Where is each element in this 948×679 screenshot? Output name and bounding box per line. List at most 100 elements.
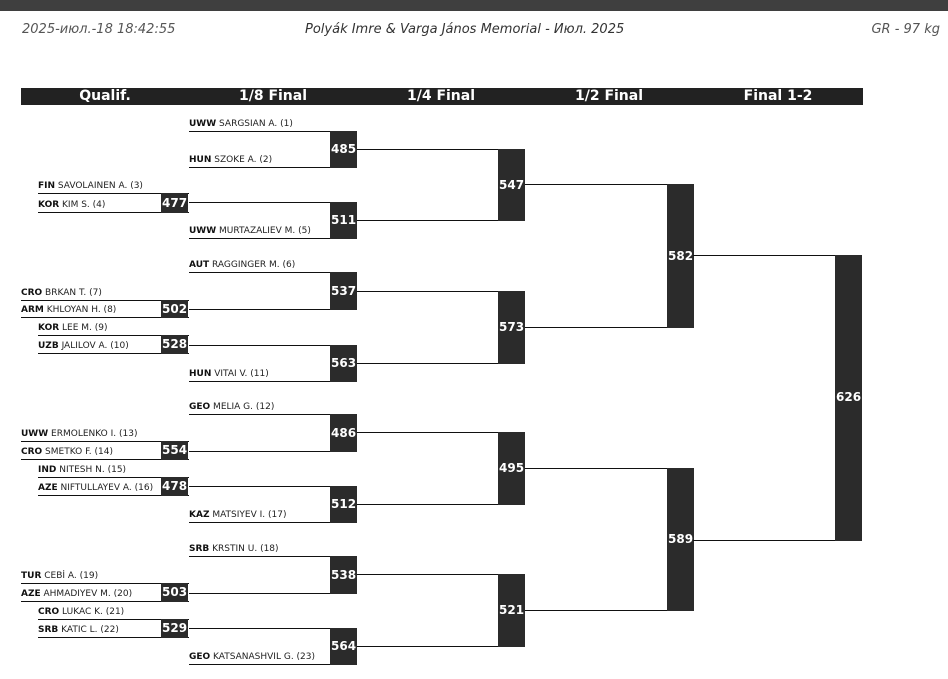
bout-box[interactable] [498, 291, 525, 364]
qualification-line [38, 212, 189, 213]
athlete-entry: GEO MELIA G. (12) [189, 402, 274, 413]
eighth-final-line [189, 167, 357, 168]
country-code: KOR [38, 323, 60, 333]
qualification-line [21, 459, 189, 460]
timestamp: 2025-июл.-18 18:42:55 [22, 22, 176, 37]
athlete-entry: TUR CEBİ A. (19) [21, 571, 98, 582]
bout-box[interactable] [498, 432, 525, 505]
bout-number: 547 [499, 177, 525, 192]
bout-box[interactable] [330, 486, 357, 523]
bout-box[interactable] [161, 477, 188, 496]
bout-box[interactable] [330, 131, 357, 168]
athlete-entry: CRO LUKAC K. (21) [38, 607, 124, 618]
athlete-entry: UWW ERMOLENKO I. (13) [21, 429, 137, 440]
country-code: HUN [189, 155, 212, 165]
final-line [693, 540, 862, 541]
bout-box[interactable] [330, 556, 357, 594]
athlete-entry: SRB KRSTIN U. (18) [189, 544, 279, 555]
column-header-bar [21, 88, 863, 105]
quarter-final-line [357, 504, 525, 505]
quarter-final-line [357, 220, 525, 221]
eighth-final-line [189, 272, 357, 273]
bout-number: 478 [162, 479, 188, 493]
qualification-line [38, 353, 189, 354]
country-code: CRO [38, 607, 60, 617]
country-code: SRB [38, 625, 59, 635]
column-header-quarter-final: 1/4 Final [406, 88, 476, 104]
bout-box[interactable] [330, 202, 357, 239]
athlete-name: KATIC L. (22) [58, 625, 119, 635]
bout-number: 529 [162, 621, 188, 635]
bout-box[interactable] [161, 583, 188, 602]
athlete-name: BRKAN T. (7) [42, 288, 102, 298]
qualification-line [21, 300, 189, 301]
country-code: AZE [21, 589, 41, 599]
country-code: GEO [189, 402, 211, 412]
column-header-eighth-final: 1/8 Final [238, 88, 308, 104]
bout-box[interactable] [330, 345, 357, 382]
page-title: Polyák Imre & Varga János Memorial - Июл… [305, 22, 625, 37]
athlete-name: RAGGINGER M. (6) [209, 260, 296, 270]
bout-number: 502 [162, 301, 188, 316]
bout-box[interactable] [330, 272, 357, 310]
athlete-entry: UWW SARGSIAN A. (1) [189, 119, 293, 130]
qualification-line [38, 619, 189, 620]
semi-final-line [525, 184, 693, 185]
bout-number: 495 [499, 461, 525, 475]
quarter-final-line [357, 574, 525, 575]
column-header-semi-final: 1/2 Final [574, 88, 644, 104]
bout-box[interactable] [161, 335, 188, 354]
bout-number: 573 [499, 320, 525, 334]
top-bar [0, 0, 948, 11]
athlete-entry: IND NITESH N. (15) [38, 465, 126, 476]
bout-box[interactable] [667, 468, 694, 611]
bout-number: 477 [162, 195, 188, 210]
eighth-final-line [189, 556, 357, 557]
column-header-final: Final 1-2 [743, 88, 813, 104]
qualification-line [38, 477, 189, 478]
eighth-final-line [189, 309, 357, 310]
eighth-final-line [189, 202, 357, 203]
bout-number: 564 [331, 639, 357, 653]
bout-number: 503 [162, 585, 188, 599]
qualification-line [21, 601, 189, 602]
athlete-entry: UWW MURTAZALIEV M. (5) [189, 226, 311, 237]
bout-box[interactable] [835, 255, 862, 541]
qualification-line [21, 441, 189, 442]
athlete-name: NITESH N. (15) [56, 465, 127, 475]
athlete-name: SMETKO F. (14) [42, 447, 113, 457]
athlete-name: ERMOLENKO I. (13) [48, 429, 138, 439]
athlete-entry: KOR KIM S. (4) [38, 200, 105, 211]
weight-category: GR - 97 kg [871, 22, 940, 37]
bout-number: 589 [668, 532, 694, 546]
bout-box[interactable] [330, 414, 357, 452]
country-code: UWW [189, 119, 217, 129]
athlete-entry: ARM KHLOYAN H. (8) [21, 305, 116, 316]
semi-final-line [525, 327, 693, 328]
country-code: GEO [189, 652, 211, 662]
quarter-final-line [357, 291, 525, 292]
eighth-final-line [189, 414, 357, 415]
bout-box[interactable] [498, 149, 525, 221]
quarter-final-line [357, 432, 525, 433]
bout-box[interactable] [667, 184, 694, 328]
athlete-entry: AUT RAGGINGER M. (6) [189, 260, 295, 271]
semi-final-line [525, 610, 693, 611]
bout-box[interactable] [330, 628, 357, 665]
bout-box[interactable] [161, 619, 188, 638]
athlete-entry: AZE AHMADIYEV M. (20) [21, 589, 132, 600]
semi-final-line [525, 468, 693, 469]
qualification-line [38, 193, 189, 194]
athlete-name: SZOKE A. (2) [211, 155, 273, 165]
qualification-line [21, 317, 189, 318]
bout-number: 485 [331, 142, 357, 156]
country-code: SRB [189, 544, 210, 554]
bout-box[interactable] [498, 574, 525, 647]
bout-box[interactable] [161, 193, 188, 213]
quarter-final-line [357, 363, 525, 364]
bout-box[interactable] [161, 441, 188, 460]
eighth-final-line [189, 593, 357, 594]
bout-box[interactable] [161, 300, 188, 318]
athlete-entry: AZE NIFTULLAYEV A. (16) [38, 483, 153, 494]
athlete-name: AHMADIYEV M. (20) [40, 589, 133, 599]
